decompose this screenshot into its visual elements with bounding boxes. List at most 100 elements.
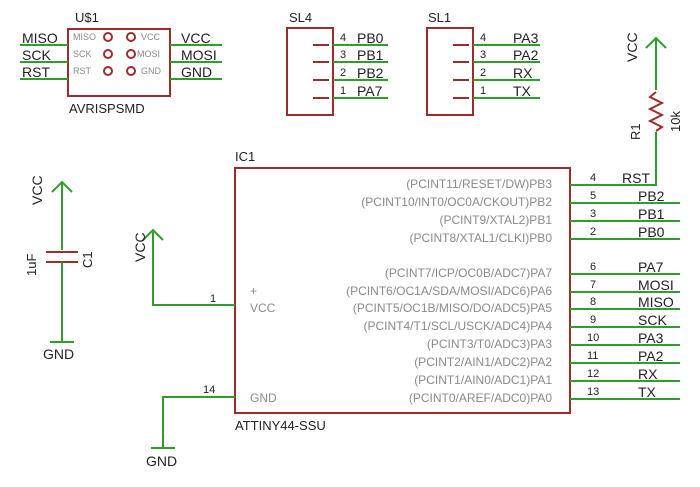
ic1-gnd-label: GND: [250, 391, 277, 405]
isp-pin-sck-label: SCK: [73, 49, 92, 59]
sl4-net: PA7: [357, 83, 383, 99]
isp-pin-gnd-label: GND: [141, 66, 162, 76]
ic1-pin-num: 10: [587, 332, 599, 344]
sl4-ref: SL4: [289, 10, 312, 25]
ic1-attiny44: IC1 ATTINY44-SSU VCC 1 + VCC GND 14 GND …: [132, 149, 680, 469]
sl4-net: PB1: [357, 47, 384, 63]
isp-net-gnd: GND: [181, 64, 212, 80]
sl4-body: [286, 27, 334, 116]
isp-ref: U$1: [75, 10, 99, 25]
ic1-pin-num: 2: [590, 226, 596, 238]
isp-net-miso: MISO: [22, 30, 58, 46]
sl4-pin-num: 4: [340, 32, 346, 44]
ic1-net-label: PB1: [638, 206, 665, 222]
ic1-net-label: PB0: [638, 224, 665, 240]
isp-pin-vcc-label: VCC: [141, 32, 161, 42]
c1-value: 1uF: [24, 254, 39, 276]
ic1-pin-num: 9: [590, 314, 596, 326]
ic1-pin-num: 11: [587, 350, 598, 362]
sl4-wires: [333, 44, 388, 99]
r1-ref: R1: [628, 123, 643, 140]
sl4-pin-num: 3: [340, 49, 346, 61]
sl1-pin-num: 4: [480, 32, 486, 44]
sl1-net: PA2: [513, 47, 539, 63]
ic1-pin-num: 4: [590, 172, 596, 184]
ic1-value: ATTINY44-SSU: [235, 418, 326, 433]
isp-connector: U$1 AVRISPSMD MISO SCK RST VCC MOSI GND …: [20, 10, 222, 116]
c1-vcc-label: VCC: [29, 175, 45, 205]
isp-net-rst: RST: [22, 64, 50, 80]
sl1-wires: [473, 44, 540, 99]
sl4-pin-num: 2: [340, 67, 346, 79]
ic1-pin-wires: [570, 184, 680, 400]
ic1-vcc-label: VCC: [250, 301, 276, 315]
sl1-pin-num: 3: [480, 49, 486, 61]
sl1-net: TX: [513, 83, 532, 99]
ic1-pin-num: 13: [587, 386, 599, 398]
ic1-pin-num: 8: [590, 296, 596, 308]
sl1-body: [426, 27, 474, 116]
ic1-pin-label: (PCINT1/AIN0/ADC1)PA1: [414, 373, 552, 387]
ic1-gnd-pin-num: 14: [203, 384, 215, 396]
ic1-net-label: PA3: [638, 330, 664, 346]
isp-right-wires: [170, 44, 222, 80]
sl1-pin-num: 2: [480, 67, 486, 79]
ic1-vcc-marker: +: [250, 284, 257, 298]
sl4-pin-num: 1: [340, 85, 346, 97]
sl1-net: RX: [513, 65, 533, 81]
ic1-net-label: MISO: [638, 294, 674, 310]
ic1-vcc-pin-num: 1: [210, 293, 216, 305]
ic1-net-label: RX: [638, 366, 658, 382]
isp-net-mosi: MOSI: [181, 47, 217, 63]
isp-net-sck: SCK: [22, 47, 51, 63]
r1-body: [647, 91, 665, 132]
resistor-r1: VCC R1 10k: [624, 32, 683, 175]
sl1-net: PA3: [513, 30, 539, 46]
isp-pin-mosi-label: MOSI: [137, 49, 160, 59]
ic1-net-label: RST: [622, 170, 650, 186]
ic1-net-label: SCK: [638, 312, 667, 328]
sl4-net: PB0: [357, 30, 384, 46]
ic1-gnd-wire: [162, 396, 235, 448]
sl1-pin-num: 1: [480, 85, 486, 97]
ic1-pin-num: 7: [590, 279, 596, 291]
isp-value: AVRISPSMD: [69, 101, 145, 116]
ic1-pin-label: (PCINT4/T1/SCL/USCK/ADC4)PA4: [364, 319, 553, 333]
isp-left-wires: [20, 44, 68, 80]
ic1-net-label: TX: [638, 384, 657, 400]
ic1-pin-num: 5: [590, 190, 596, 202]
r1-vcc-arrow: [645, 36, 667, 90]
ic1-pin-label: (PCINT6/OC1A/SDA/MOSI/ADC6)PA6: [346, 284, 552, 298]
c1-gnd-label: GND: [43, 346, 74, 362]
sl1-connector: SL1 4 3 2 1 PA3 PA2 RX TX: [426, 10, 540, 116]
r1-value: 10k: [668, 111, 683, 132]
ic1-body: [234, 167, 571, 414]
r1-vcc-label: VCC: [624, 32, 640, 62]
ic1-pin-label: (PCINT11/RESET/DW)PB3: [406, 177, 552, 191]
ic1-pin-num: 12: [587, 368, 599, 380]
sl4-net: PB2: [357, 65, 384, 81]
capacitor-c1: VCC 1uF C1 GND: [24, 175, 95, 362]
ic1-net-label: PA2: [638, 348, 664, 364]
ic1-pin-label: (PCINT5/OC1B/MISO/DO/ADC5)PA5: [353, 301, 552, 315]
ic1-net-label: PA7: [638, 259, 664, 275]
isp-pin-rst-label: RST: [73, 66, 92, 76]
sl4-pin-stubs: [313, 44, 329, 99]
sl1-ref: SL1: [428, 10, 451, 25]
ic1-gnd-net: GND: [146, 453, 177, 469]
ic1-pin-num: 6: [590, 261, 596, 273]
ic1-pin-num: 3: [590, 208, 596, 220]
ic1-net-label: PB2: [638, 188, 665, 204]
c1-vcc-arrow: [51, 180, 73, 250]
ic1-net-label: MOSI: [638, 277, 674, 293]
sl1-pin-stubs: [453, 44, 469, 99]
isp-pin-miso-label: MISO: [73, 32, 96, 42]
isp-net-vcc: VCC: [181, 30, 211, 46]
c1-ref: C1: [80, 251, 95, 268]
isp-pads: [103, 32, 136, 76]
ic1-vcc-net: VCC: [132, 232, 148, 262]
ic1-pin-label: (PCINT7/ICP/OC0B/ADC7)PA7: [385, 266, 552, 280]
ic1-pin-label: (PCINT9/XTAL2)PB1: [440, 213, 553, 227]
ic1-pin-label: (PCINT2/AIN1/ADC2)PA2: [414, 355, 552, 369]
